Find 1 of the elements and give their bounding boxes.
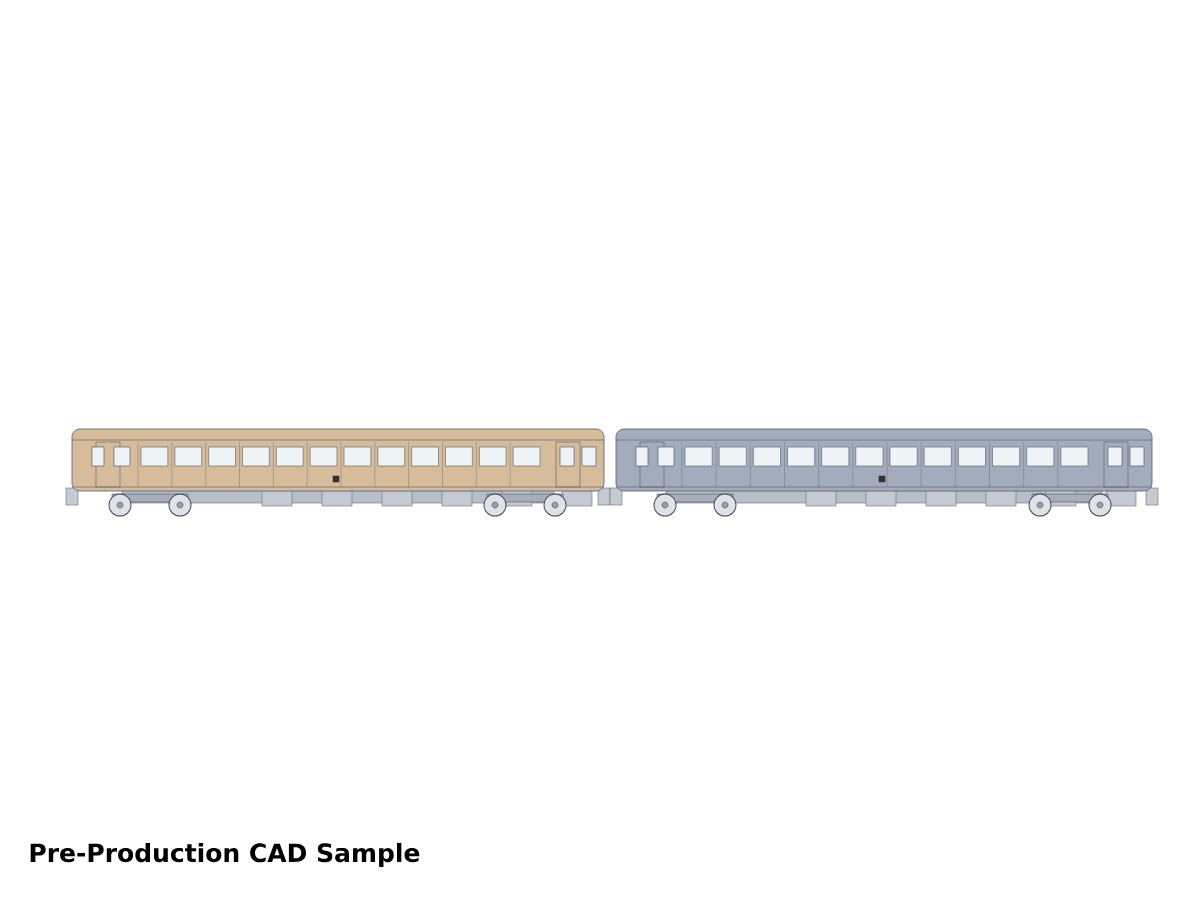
caption: Pre-Production CAD Sample	[30, 842, 420, 868]
